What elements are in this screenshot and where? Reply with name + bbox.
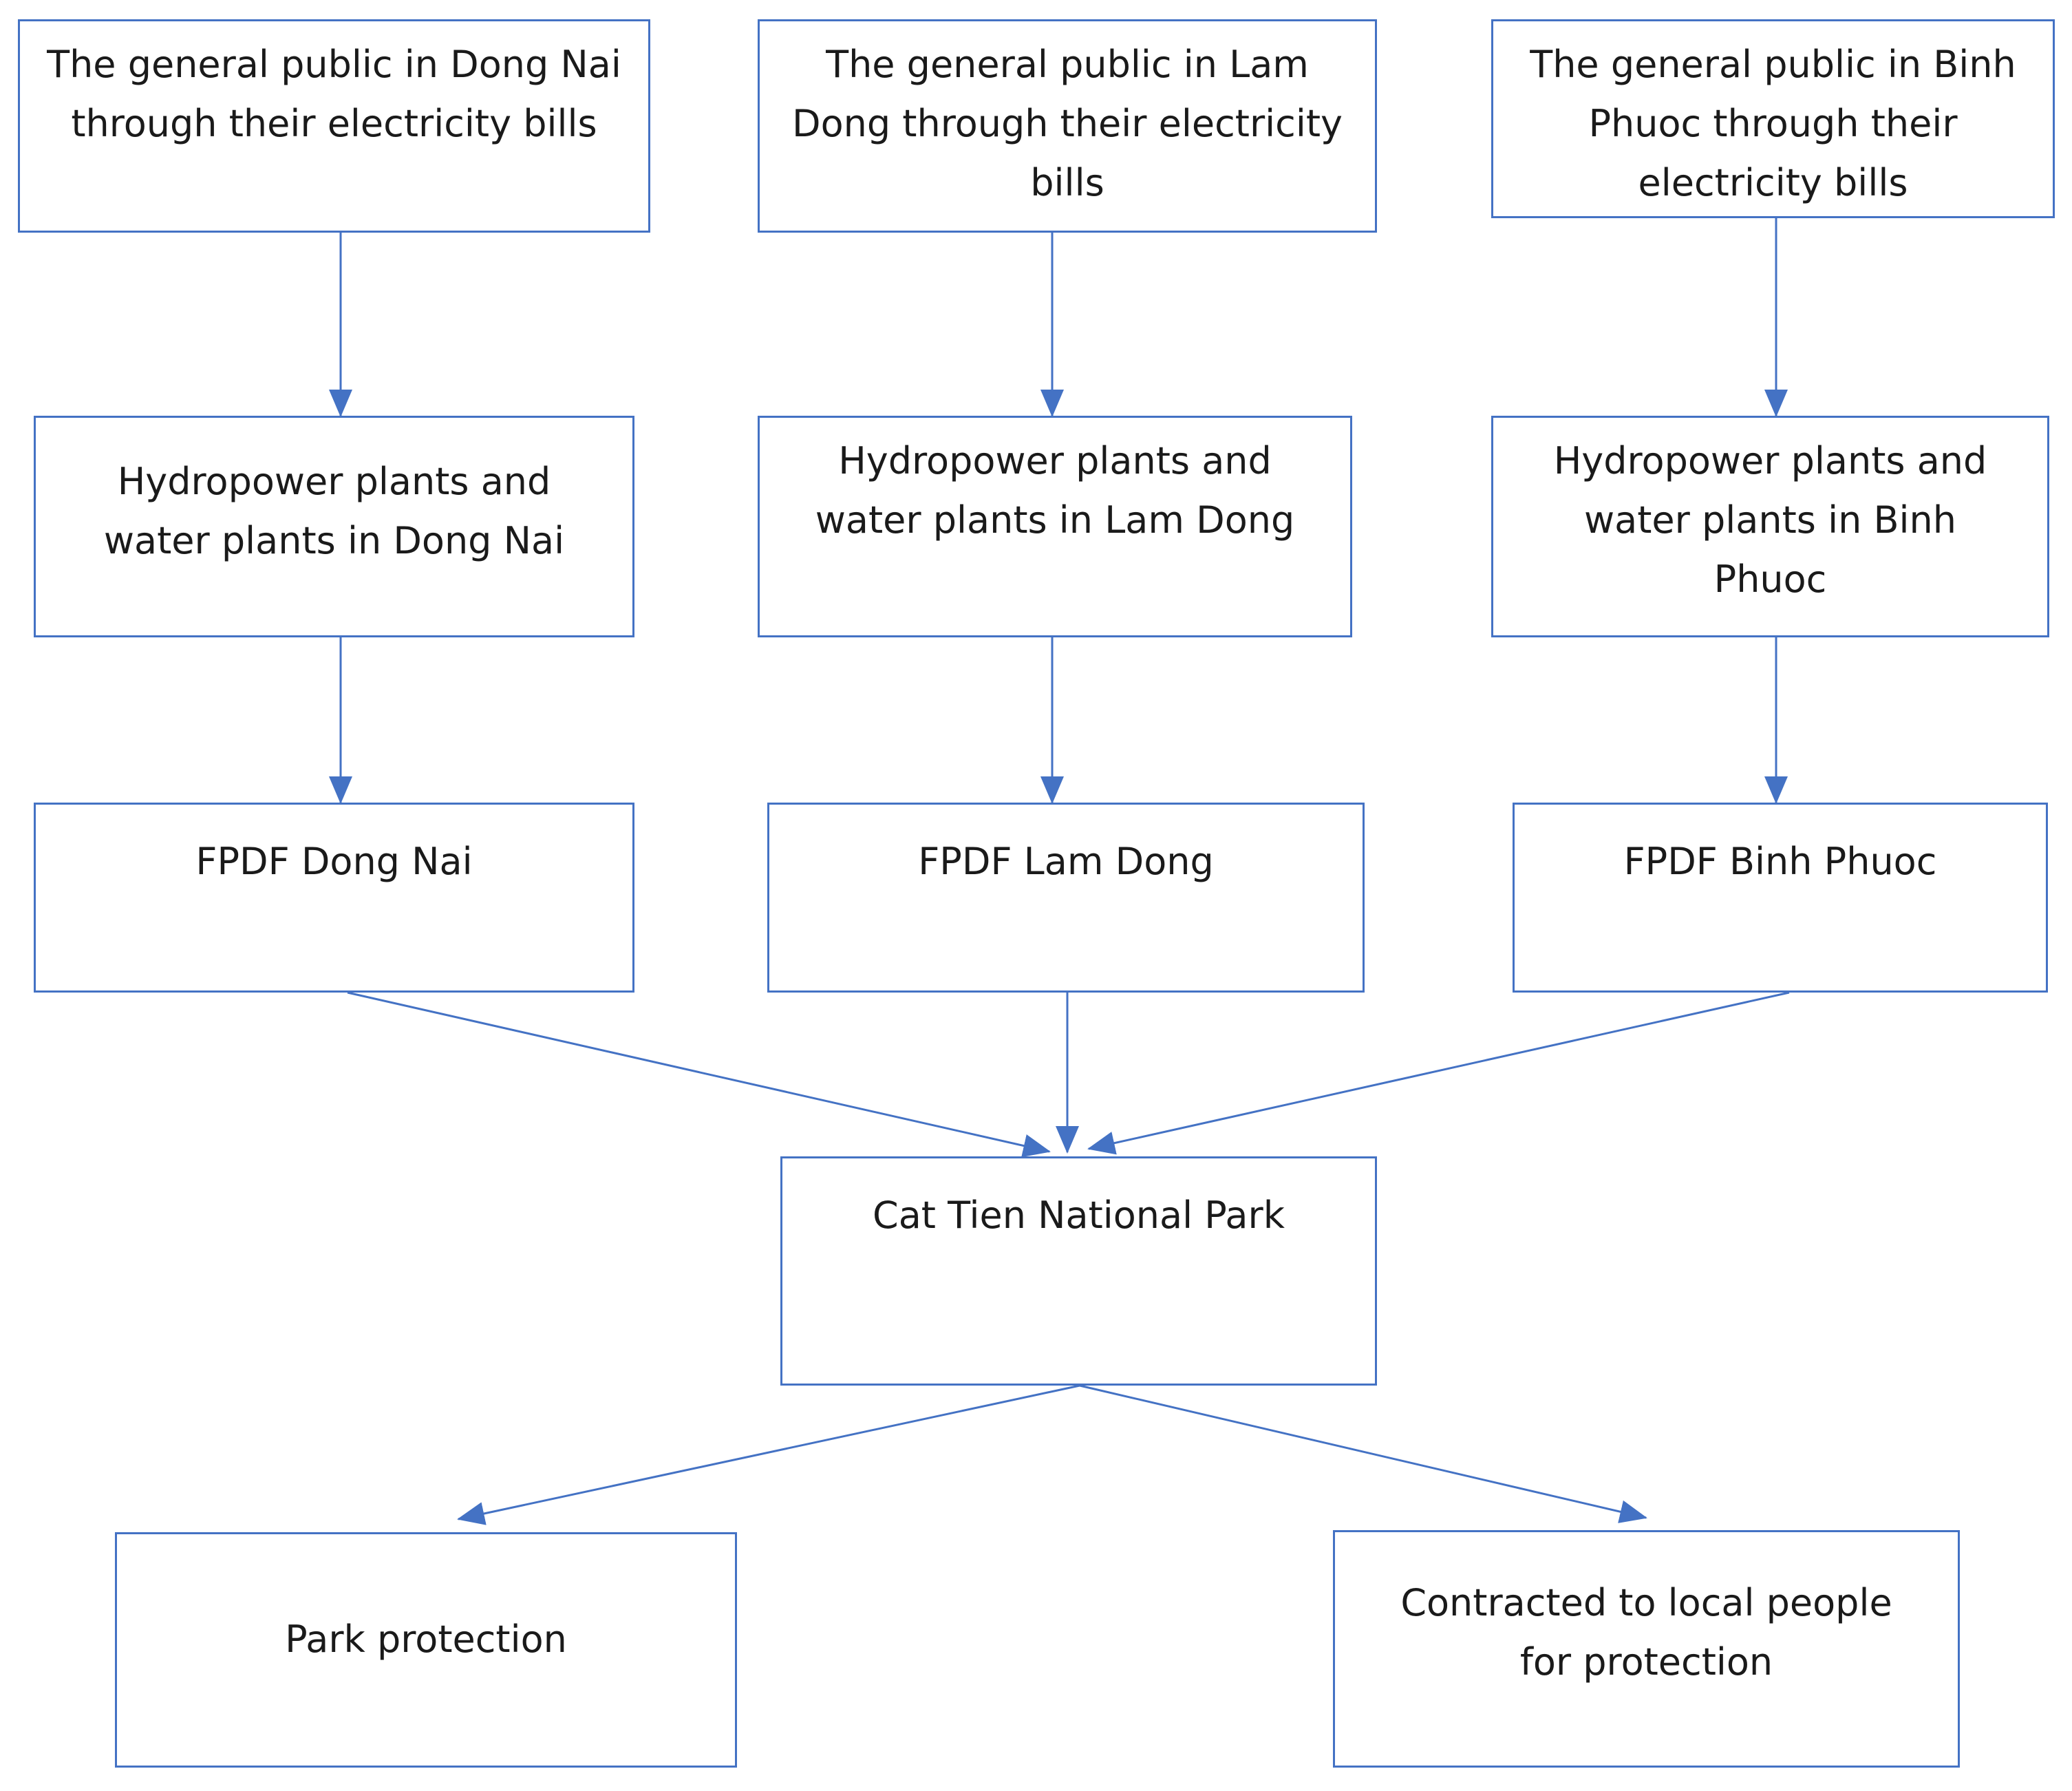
label-plants-binh-phuoc: Hydropower plants and water plants in Bi… [1553,439,1987,601]
box-plants-lam-dong: Hydropower plants and water plants in La… [758,416,1352,637]
label-fpdf-lam-dong: FPDF Lam Dong [918,840,1214,883]
box-plants-dong-nai: Hydropower plants and water plants in Do… [34,416,634,637]
box-cat-tien-national-park: Cat Tien National Park [780,1156,1377,1386]
label-public-lam-dong: The general public in Lam Dong through t… [792,43,1343,204]
label-public-dong-nai: The general public in Dong Nai through t… [47,43,621,145]
label-fpdf-binh-phuoc: FPDF Binh Phuoc [1623,840,1937,883]
box-fpdf-dong-nai: FPDF Dong Nai [34,803,634,993]
label-public-binh-phuoc: The general public in Binh Phuoc through… [1530,43,2016,204]
box-plants-binh-phuoc: Hydropower plants and water plants in Bi… [1491,416,2049,637]
box-fpdf-lam-dong: FPDF Lam Dong [767,803,1365,993]
arrow-cat-tien-to-park-protection [457,1384,1080,1525]
arrow-fpdf-dong-nai-to-cat-tien [347,991,1051,1158]
label-park-protection: Park protection [285,1618,567,1661]
box-public-dong-nai: The general public in Dong Nai through t… [18,19,650,233]
label-fpdf-dong-nai: FPDF Dong Nai [195,840,473,883]
box-fpdf-binh-phuoc: FPDF Binh Phuoc [1513,803,2048,993]
arrow-fpdf-binh-phuoc-to-cat-tien [1087,991,1790,1155]
box-park-protection: Park protection [115,1532,737,1768]
box-public-binh-phuoc: The general public in Binh Phuoc through… [1491,19,2055,218]
label-plants-lam-dong: Hydropower plants and water plants in La… [815,439,1295,542]
arrow-cat-tien-to-contracted-local [1079,1384,1647,1523]
box-public-lam-dong: The general public in Lam Dong through t… [758,19,1377,233]
label-cat-tien-national-park: Cat Tien National Park [873,1194,1285,1237]
label-plants-dong-nai: Hydropower plants and water plants in Do… [103,460,565,562]
box-contracted-local-people: Contracted to local people for protectio… [1333,1530,1960,1768]
label-contracted-local-people: Contracted to local people for protectio… [1400,1581,1892,1684]
